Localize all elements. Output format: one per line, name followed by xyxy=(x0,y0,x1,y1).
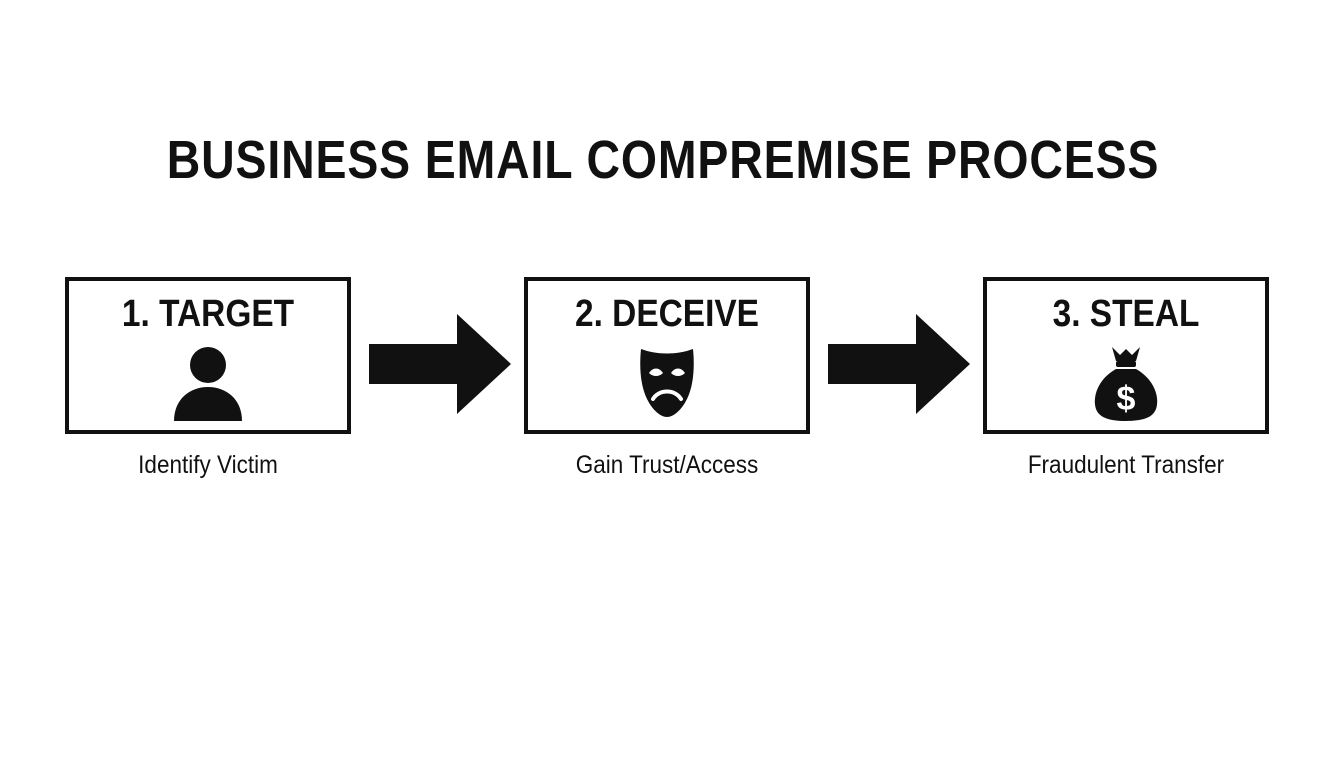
svg-text:$: $ xyxy=(1117,380,1136,418)
step-deceive-label: 2. DECEIVE xyxy=(574,293,759,335)
step-deceive-box: 2. DECEIVE xyxy=(524,277,810,434)
tragedy-mask-icon xyxy=(528,343,806,423)
person-icon xyxy=(69,343,347,423)
step-target-box: 1. TARGET xyxy=(65,277,351,434)
money-bag-icon: $ xyxy=(987,343,1265,423)
step-target-label: 1. TARGET xyxy=(121,293,295,335)
step-steal-box: 3. STEAL $ xyxy=(983,277,1269,434)
arrow-right-icon xyxy=(369,314,511,414)
step-target-caption: Identify Victim xyxy=(138,451,278,479)
arrow-right-icon xyxy=(828,314,970,414)
step-steal-label: 3. STEAL xyxy=(1052,293,1200,335)
diagram-title: BUSINESS EMAIL COMPREMISE PROCESS xyxy=(166,130,1160,190)
step-deceive-caption: Gain Trust/Access xyxy=(575,451,759,479)
step-steal-caption: Fraudulent Transfer xyxy=(1027,451,1225,479)
